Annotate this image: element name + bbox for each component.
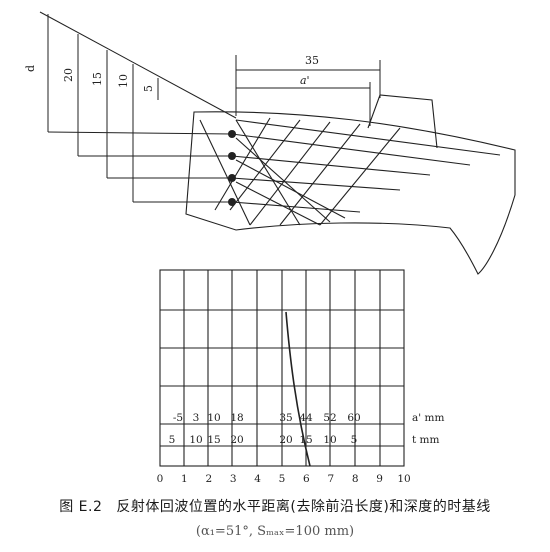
timebase-mid-label: 15 (299, 434, 312, 446)
timebase-scale-label: 6 (303, 473, 310, 485)
timebase-mid-label: 10 (323, 434, 336, 446)
figure-title: 反射体回波位置的水平距离(去除前沿长度)和深度的时基线 (116, 499, 491, 515)
timebase-top-label: -5 (173, 412, 183, 424)
timebase-top-label: 18 (230, 412, 243, 424)
dim-label-15: 15 (91, 72, 104, 86)
timebase-top-label: 10 (207, 412, 220, 424)
probe-wedge (367, 94, 438, 149)
timebase-mid-label: 20 (230, 434, 243, 446)
timebase-top-label: 52 (323, 412, 336, 424)
timebase-mid-label: 10 (189, 434, 202, 446)
timebase-scale-label: 4 (254, 473, 261, 485)
timebase-scale-label: 7 (327, 473, 334, 485)
dim-label-5: 5 (142, 85, 155, 92)
beam-lines (199, 117, 501, 226)
timebase-scale-label: 2 (205, 473, 212, 485)
timebase-scale-label: 10 (397, 473, 410, 485)
timebase-mid-label: 20 (279, 434, 292, 446)
reflector-dot (228, 130, 236, 138)
figure-caption: 图 E.2 反射体回波位置的水平距离(去除前沿长度)和深度的时基线 (0, 496, 550, 516)
timebase-scale-label: 1 (181, 473, 188, 485)
timebase-scale-label: 5 (279, 473, 286, 485)
timebase-mid-label: 5 (351, 434, 358, 446)
reflector-dot (228, 174, 236, 182)
reflectors (228, 130, 236, 206)
timebase-mid-label: 5 (169, 434, 176, 446)
timebase-scale-label: 3 (230, 473, 237, 485)
timebase-scale-label: 9 (376, 473, 383, 485)
timebase-mid-label: 15 (207, 434, 220, 446)
horizontal-dimensions (235, 55, 381, 126)
timebase-mid-unit: t mm (412, 434, 440, 446)
timebase-scale-label: 0 (157, 473, 164, 485)
dim-label-10: 10 (117, 74, 130, 88)
timebase-top-unit: a' mm (412, 412, 444, 424)
echo-trace (285, 311, 311, 467)
figure-label: 图 E.2 (59, 499, 103, 515)
timebase-top-label: 35 (279, 412, 292, 424)
specimen-outline (185, 111, 516, 275)
timebase-top-label: 44 (299, 412, 313, 424)
reflector-dot (228, 198, 236, 206)
dim-label-20: 20 (62, 68, 75, 82)
dim-label-a-prime: a' (300, 74, 310, 87)
timebase-scale-label: 8 (352, 473, 359, 485)
depth-dimensions (39, 11, 237, 203)
timebase-screen (159, 269, 405, 467)
timebase-top-label: 60 (347, 412, 360, 424)
dim-label-d: d (24, 65, 37, 72)
figure-params: (α₁=51°, Sₘₐₓ=100 mm) (195, 524, 355, 539)
dim-label-35: 35 (305, 54, 319, 67)
reflector-dot (228, 152, 236, 160)
timebase-top-label: 3 (193, 412, 200, 424)
